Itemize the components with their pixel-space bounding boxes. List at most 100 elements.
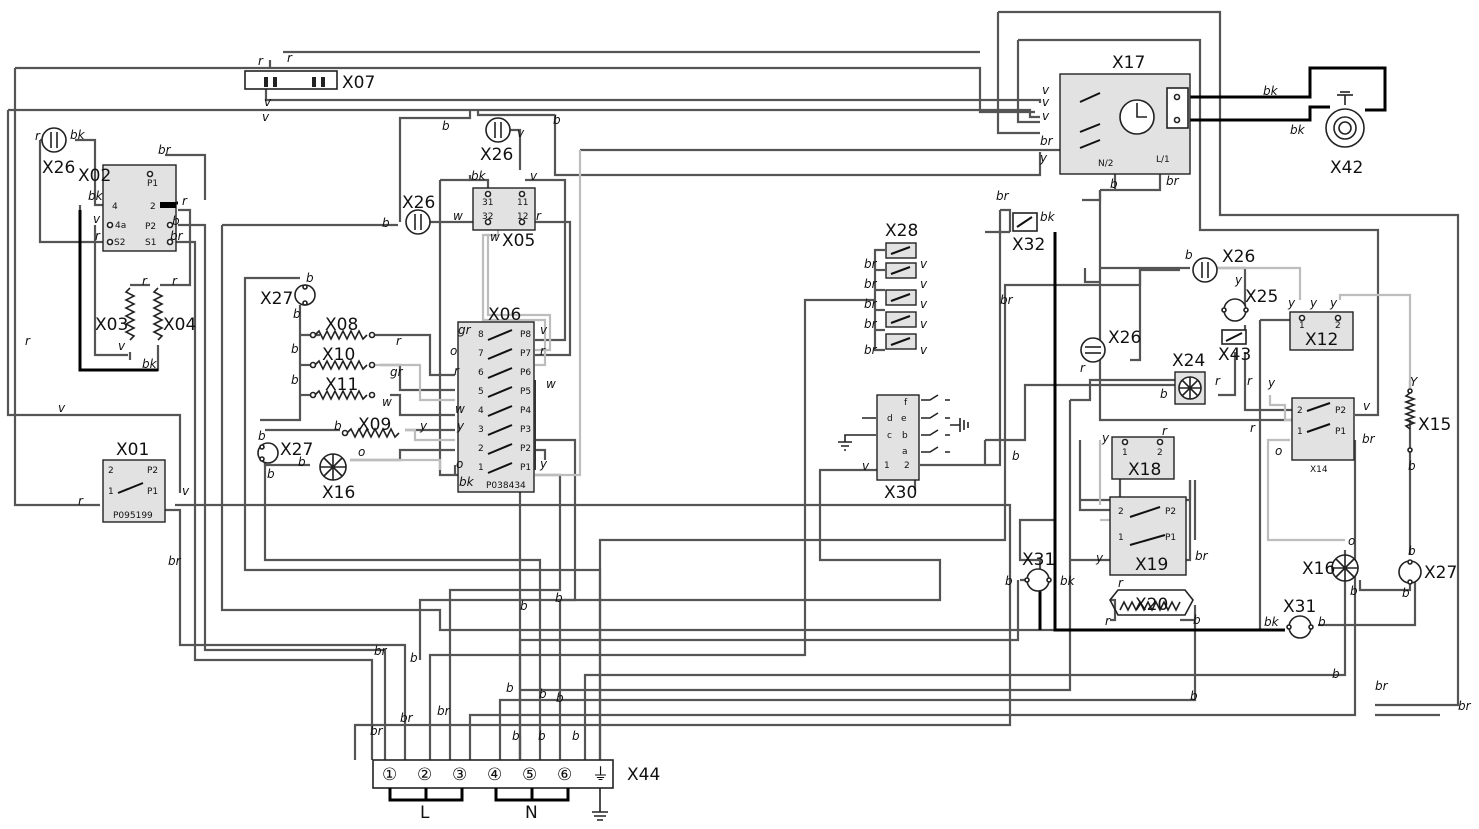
svg-text:br: br (864, 297, 878, 311)
svg-text:6: 6 (478, 368, 484, 378)
x14-label: X14 (1310, 465, 1328, 475)
svg-text:8: 8 (478, 330, 484, 340)
svg-text:2: 2 (904, 461, 910, 471)
x18-label: X18 (1128, 460, 1161, 480)
svg-text:b: b (555, 591, 563, 605)
svg-text:2: 2 (1335, 321, 1341, 331)
svg-text:31: 31 (482, 198, 493, 208)
svg-text:P1: P1 (1165, 533, 1176, 543)
svg-text:v: v (1363, 399, 1371, 413)
svg-text:r: r (454, 364, 460, 378)
svg-text:f: f (904, 398, 908, 408)
x32-contact: X32 (1012, 212, 1045, 255)
svg-text:a: a (902, 447, 908, 457)
x09-label: X09 (358, 415, 391, 435)
svg-text:br: br (864, 257, 878, 271)
svg-text:br: br (1458, 699, 1472, 713)
x18-component: 1 2 X18 (1111, 436, 1175, 480)
svg-text:br: br (374, 644, 388, 658)
svg-text:br: br (864, 317, 878, 331)
svg-text:w: w (546, 377, 556, 391)
svg-text:1: 1 (884, 461, 890, 471)
svg-text:b: b (410, 651, 418, 665)
svg-text:d: d (887, 414, 893, 424)
svg-text:br: br (370, 724, 384, 738)
svg-text:br: br (1040, 134, 1054, 148)
svg-text:b: b (1193, 613, 1201, 627)
svg-text:br: br (996, 189, 1010, 203)
x44-group-n: N (525, 803, 538, 823)
svg-text:br: br (400, 711, 414, 725)
x02-label: X02 (78, 166, 111, 186)
svg-text:y: y (1287, 296, 1296, 310)
x08-label: X08 (325, 315, 358, 335)
svg-text:b: b (442, 119, 450, 133)
x05-label: X05 (502, 231, 535, 251)
svg-text:bk: bk (471, 169, 487, 183)
svg-text:b: b (520, 599, 528, 613)
svg-text:w: w (382, 395, 392, 409)
svg-text:b: b (1185, 248, 1193, 262)
x43-label: X43 (1218, 345, 1251, 365)
x28-label: X28 (885, 221, 918, 241)
x03-label: X03 (95, 315, 128, 335)
svg-text:y: y (419, 419, 428, 433)
svg-text:L/1: L/1 (1156, 155, 1170, 165)
svg-text:o: o (358, 445, 365, 459)
x20-heater: X20 (1109, 589, 1194, 616)
svg-text:b: b (258, 429, 266, 443)
svg-text:r: r (78, 494, 84, 508)
svg-text:3: 3 (478, 425, 484, 435)
svg-text:b: b (506, 681, 514, 695)
x16-lamps: X16 X16 (319, 453, 1359, 582)
svg-text:4: 4 (478, 406, 484, 416)
svg-text:y: y (1329, 296, 1338, 310)
svg-text:br: br (168, 554, 182, 568)
svg-text:1: 1 (1299, 321, 1305, 331)
x02-switch: X02 P1 4 2 4a P2 S2 S1 (78, 164, 177, 252)
svg-text:bk: bk (142, 357, 158, 371)
x24-label: X24 (1172, 351, 1205, 371)
svg-text:b: b (553, 113, 561, 127)
svg-text:P1: P1 (1335, 427, 1346, 437)
svg-text:1: 1 (1122, 448, 1128, 458)
svg-text:w: w (490, 230, 500, 244)
svg-text:r: r (1105, 614, 1111, 628)
svg-text:b: b (334, 419, 342, 433)
svg-text:c: c (887, 431, 892, 441)
svg-text:X27: X27 (260, 289, 293, 309)
svg-text:1: 1 (1297, 427, 1303, 437)
wires-light (350, 150, 1412, 542)
svg-text:2: 2 (108, 466, 114, 476)
svg-text:X16: X16 (322, 483, 355, 503)
svg-text:P1: P1 (147, 179, 158, 189)
svg-text:b: b (1408, 459, 1416, 473)
svg-text:b: b (572, 729, 580, 743)
svg-text:4: 4 (112, 202, 118, 212)
svg-text:P4: P4 (520, 406, 531, 416)
svg-text:bk: bk (459, 475, 475, 489)
x25-x43: X25 X43 (1218, 287, 1278, 365)
svg-text:④: ④ (487, 765, 502, 785)
svg-text:X26: X26 (1222, 247, 1255, 267)
svg-text:X26: X26 (1108, 328, 1141, 348)
svg-text:b: b (902, 431, 908, 441)
wires-dark (6, 10, 1460, 760)
x12-label: X12 (1305, 330, 1338, 350)
x32-label: X32 (1012, 235, 1045, 255)
svg-text:1: 1 (478, 463, 484, 473)
svg-text:w: w (455, 402, 465, 416)
x30-selector: f e d c b a 1 2 X30 (838, 394, 969, 503)
svg-text:b: b (539, 687, 547, 701)
x12-pressure-switch: 1 2 X12 (1289, 311, 1354, 351)
svg-text:v: v (1042, 109, 1050, 123)
svg-text:r: r (1250, 421, 1256, 435)
svg-text:bk: bk (1290, 123, 1306, 137)
svg-text:br: br (170, 229, 184, 243)
svg-text:b: b (172, 214, 180, 228)
svg-text:N/2: N/2 (1098, 159, 1114, 169)
svg-text:11: 11 (517, 198, 528, 208)
wire-code-labels: r r v v r bk bk v r br r b br r r v bk r… (25, 51, 1472, 743)
svg-text:r: r (258, 54, 264, 68)
